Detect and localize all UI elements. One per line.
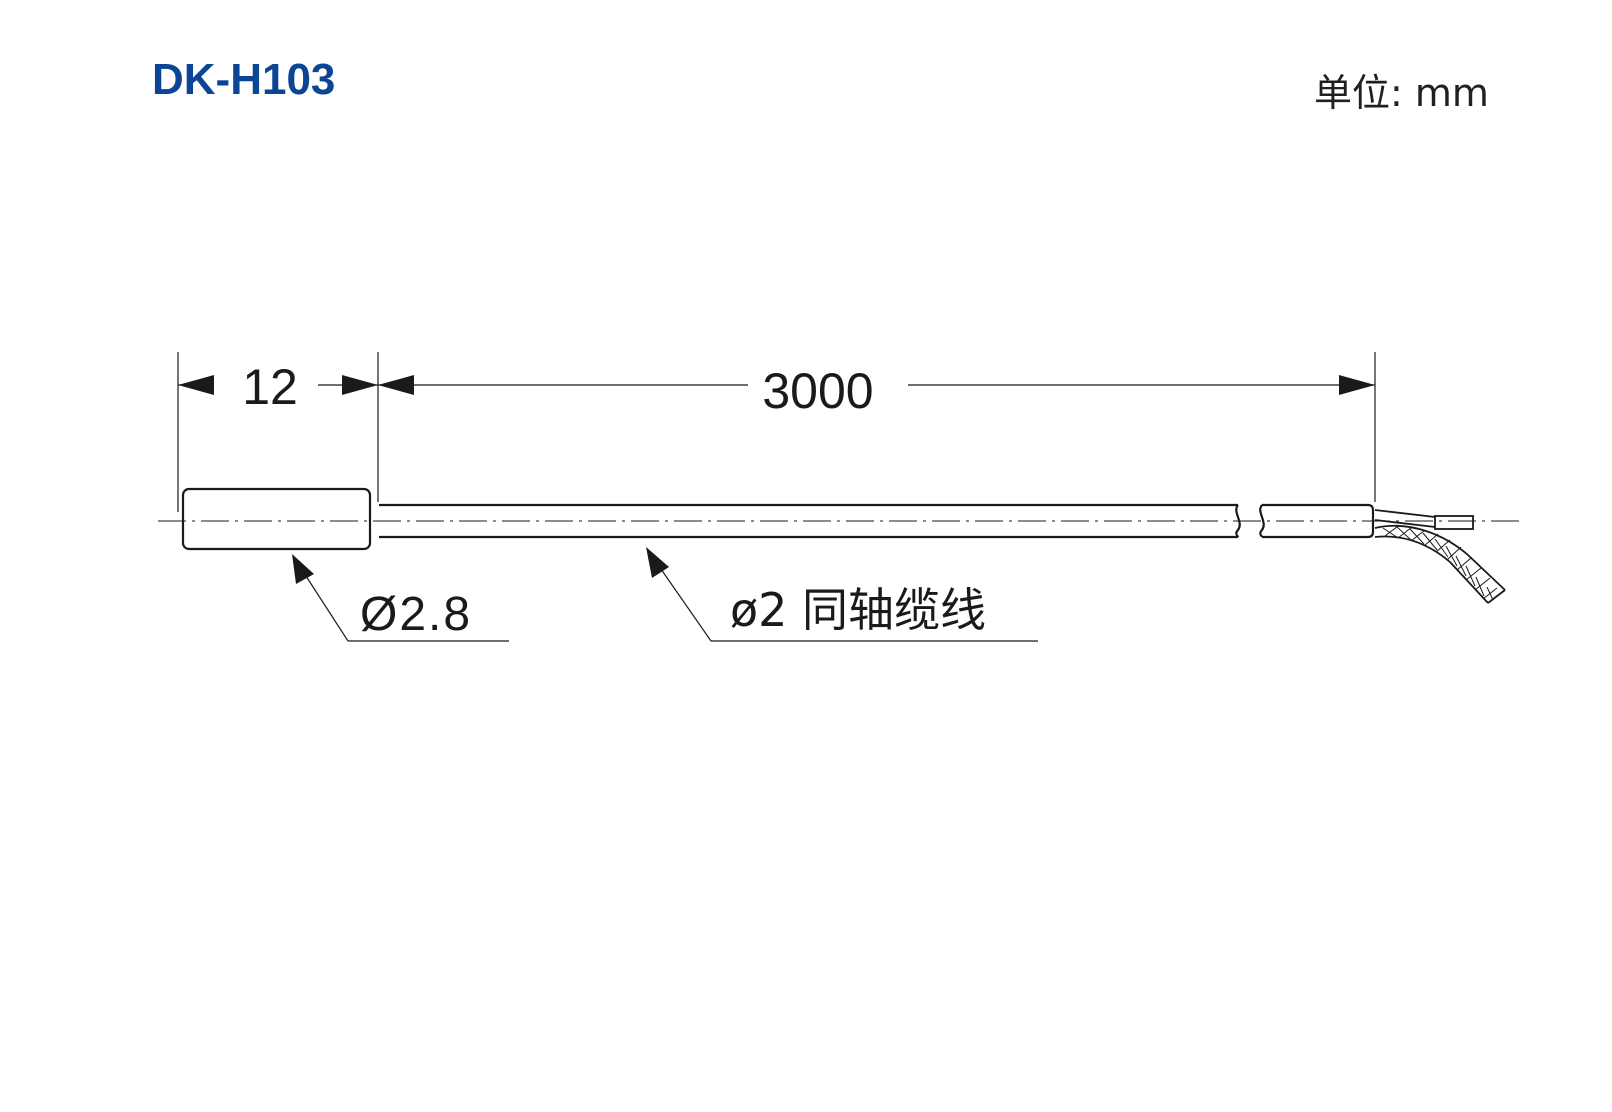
unit-label: 单位: mm — [1314, 71, 1489, 115]
cable-stripped-end — [1374, 509, 1506, 604]
sensor-diameter-label: Ø2.8 — [360, 588, 472, 641]
leader-cable — [646, 547, 1038, 642]
arrowhead — [342, 375, 378, 395]
cable-label: ø2 同轴缆线 — [730, 583, 986, 637]
extension-lines — [177, 352, 1376, 512]
cable-break — [1243, 503, 1257, 539]
dimension-sensor-length-label: 12 — [242, 359, 298, 415]
arrowhead — [178, 375, 214, 395]
sensor-body — [181, 487, 372, 551]
arrowhead — [1339, 375, 1375, 395]
arrowhead — [378, 375, 414, 395]
arrowhead — [292, 554, 314, 584]
dimension-sensor-length — [178, 375, 378, 395]
leader-sensor-diameter — [292, 554, 509, 642]
cable — [379, 503, 1375, 539]
dimension-cable-length-label: 3000 — [762, 363, 873, 419]
arrowhead — [646, 547, 669, 578]
dimension-cable-length — [378, 375, 1375, 395]
page-title: DK-H103 — [152, 55, 336, 104]
